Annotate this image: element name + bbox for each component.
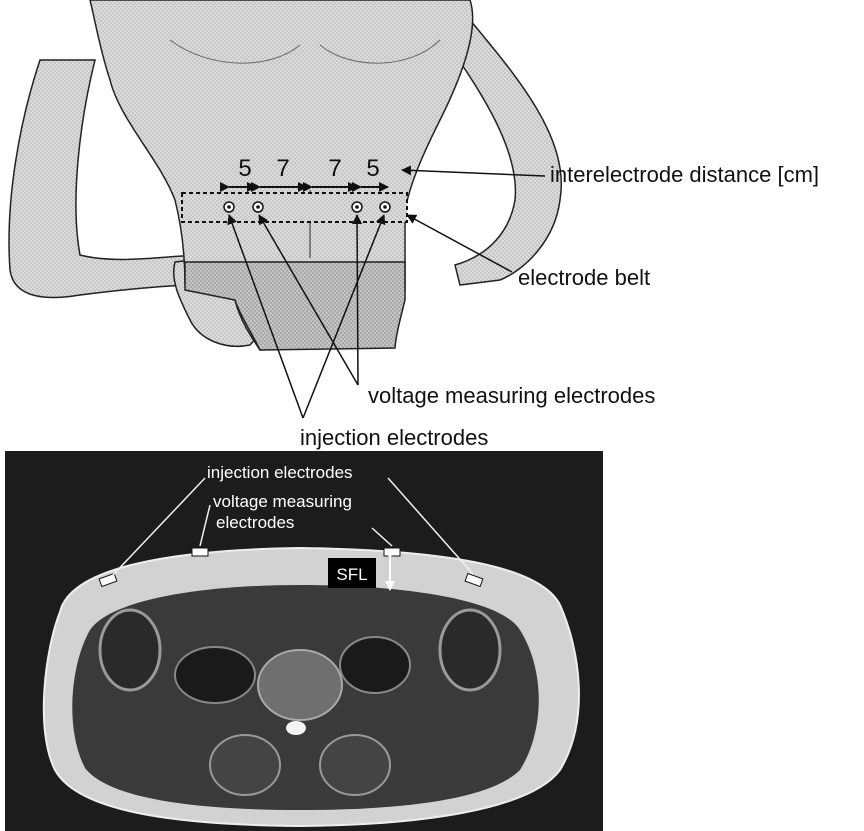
electrode bbox=[253, 202, 263, 212]
iliac-left bbox=[100, 610, 160, 690]
distance-label-4: 5 bbox=[366, 155, 379, 182]
voltage-measuring-electrodes-label: voltage measuring electrodes bbox=[368, 383, 655, 408]
electrode-belt bbox=[182, 193, 407, 222]
organ-left bbox=[175, 647, 255, 703]
distance-label-3: 7 bbox=[328, 155, 341, 182]
organ-right bbox=[340, 637, 410, 693]
mri-voltage-measuring-label-line1: voltage measuring bbox=[213, 492, 352, 511]
electrode bbox=[380, 202, 390, 212]
mri-cross-section: SFL injection electrodes voltage measuri… bbox=[5, 451, 603, 831]
back-muscle-right bbox=[320, 735, 390, 795]
vertebral-body bbox=[258, 650, 342, 720]
mri-voltage-electrode-right bbox=[384, 548, 400, 556]
back-muscle-left bbox=[210, 735, 280, 795]
electrode bbox=[224, 202, 234, 212]
spinal-canal bbox=[286, 721, 306, 735]
distance-label-2: 7 bbox=[276, 155, 289, 182]
voltage-leader-2 bbox=[357, 215, 358, 385]
electrode-belt-label: electrode belt bbox=[518, 265, 650, 290]
distance-label-1: 5 bbox=[238, 155, 251, 182]
sfl-label: SFL bbox=[336, 565, 367, 584]
injection-electrodes-label: injection electrodes bbox=[300, 425, 488, 450]
iliac-right bbox=[440, 610, 500, 690]
belt-band bbox=[182, 193, 407, 222]
mri-injection-electrodes-label: injection electrodes bbox=[207, 463, 353, 482]
mri-voltage-measuring-label-line2: electrodes bbox=[216, 513, 294, 532]
mri-voltage-electrode-left bbox=[192, 548, 208, 556]
interelectrode-distance-label: interelectrode distance [cm] bbox=[550, 162, 819, 187]
electrode bbox=[352, 202, 362, 212]
